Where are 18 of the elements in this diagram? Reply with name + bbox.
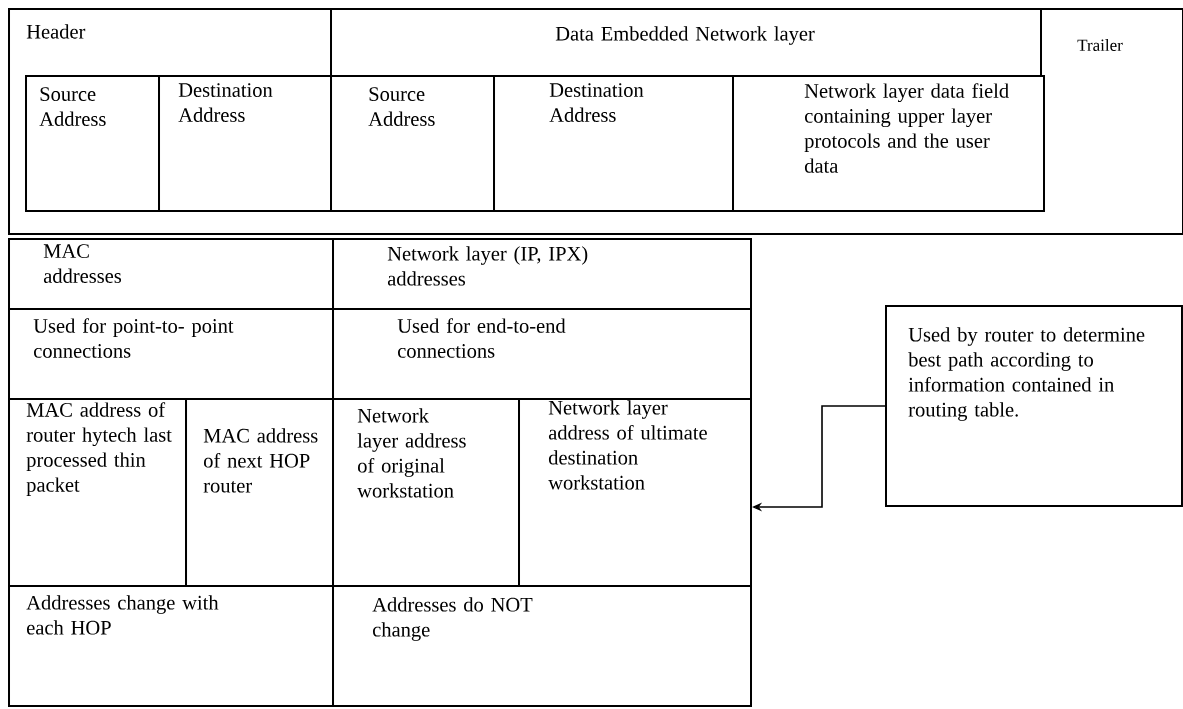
table-cell: MAC address of next HOP router (185, 398, 334, 587)
table-cell: Used for point-to- point connections (8, 308, 334, 400)
table-cell: Source Address (330, 75, 495, 212)
table-cell: Network layer data field containing upper layer protocols and the user data (732, 75, 1045, 212)
table-cell: Addresses do NOT change (332, 585, 752, 707)
table-cell: Used for end-to-end connections (332, 308, 752, 400)
callout-box: Used by router to determine best path according to information contained in routing table. (885, 305, 1183, 507)
table-cell: Network layer address of original workstation (332, 398, 520, 587)
table-cell: Destination Address (493, 75, 734, 212)
table-cell: Destination Address (158, 75, 332, 212)
table-cell: Data Embedded Network layer (330, 8, 1042, 77)
table-cell: Network layer (IP, IPX) addresses (332, 238, 752, 310)
text-label: Trailer (1077, 39, 1123, 51)
table-cell: Addresses change with each HOP (8, 585, 334, 707)
table-cell: MAC addresses (8, 238, 334, 310)
table-cell: MAC address of router hytech last processed thin packet (8, 398, 187, 587)
table-cell: Source Address (25, 75, 160, 212)
table-cell: Network layer address of ultimate destination workstation (518, 398, 752, 587)
